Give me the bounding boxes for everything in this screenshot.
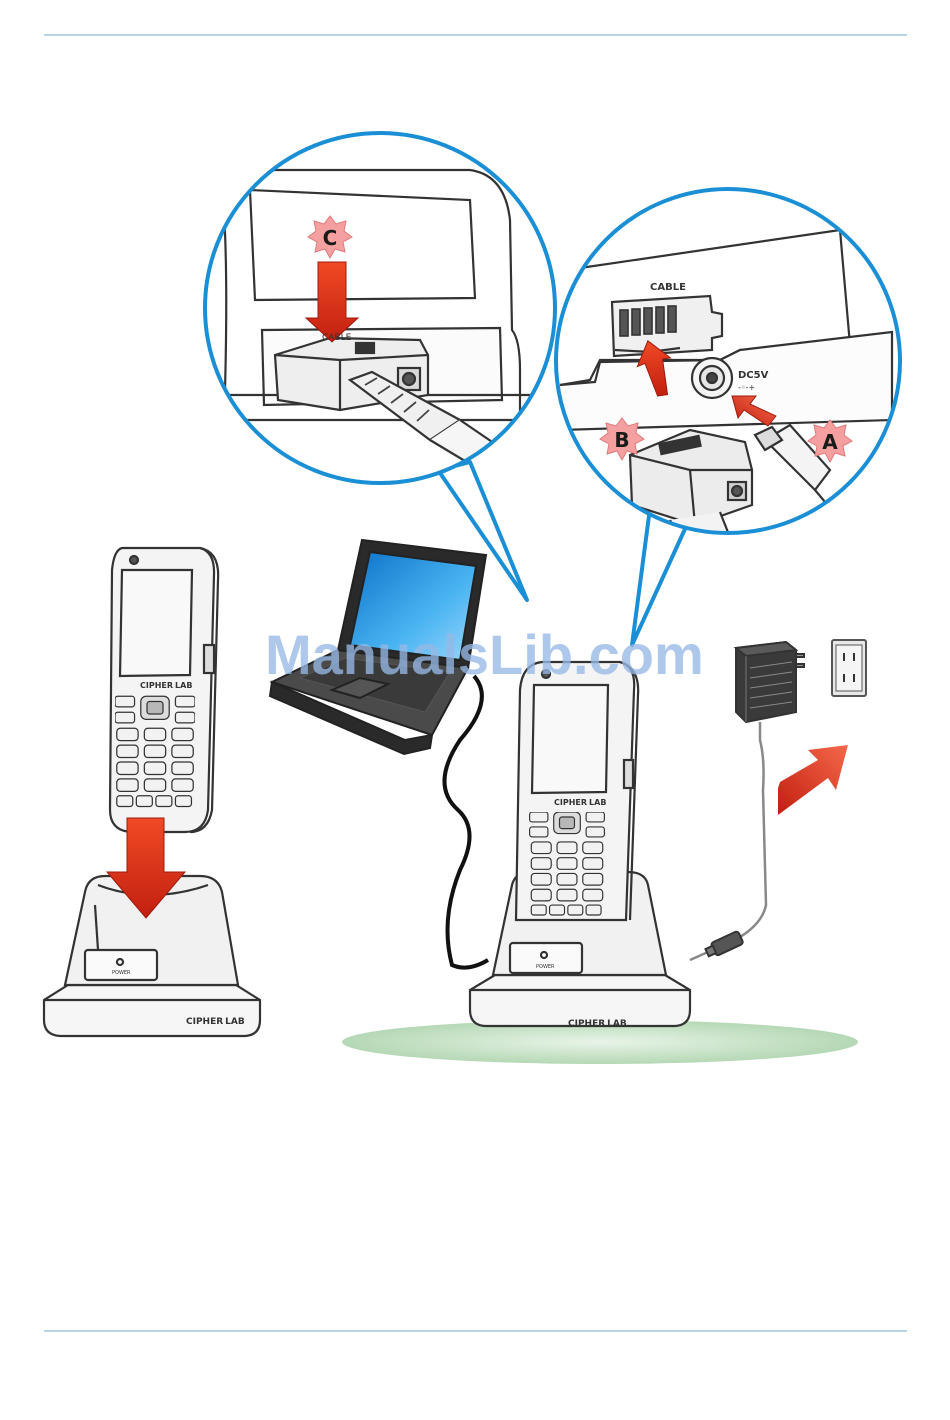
device-docked	[516, 662, 638, 920]
callout-a-label: A	[822, 430, 838, 454]
zoom-detail-rear-ports: CABLE DC5V -◦-+ B A	[556, 189, 900, 645]
zoom-detail-cable-port: CABLE C	[200, 133, 560, 600]
plug-in-arrow	[778, 745, 848, 815]
left-power-label: POWER	[112, 970, 131, 976]
device-being-inserted	[110, 548, 218, 832]
cable-port-label: CABLE	[322, 333, 352, 343]
cable-port-detail-label: CABLE	[650, 282, 686, 293]
callout-b-label: B	[614, 428, 629, 452]
dc-polarity-icon: -◦-+	[738, 383, 755, 392]
wall-outlet	[832, 640, 866, 696]
footer-rule	[44, 1330, 907, 1332]
right-power-label: POWER	[536, 964, 555, 970]
callout-c-label: C	[323, 226, 338, 250]
dc5v-label: DC5V	[738, 370, 769, 381]
laptop-computer	[270, 540, 486, 754]
usb-data-cable	[444, 676, 488, 968]
